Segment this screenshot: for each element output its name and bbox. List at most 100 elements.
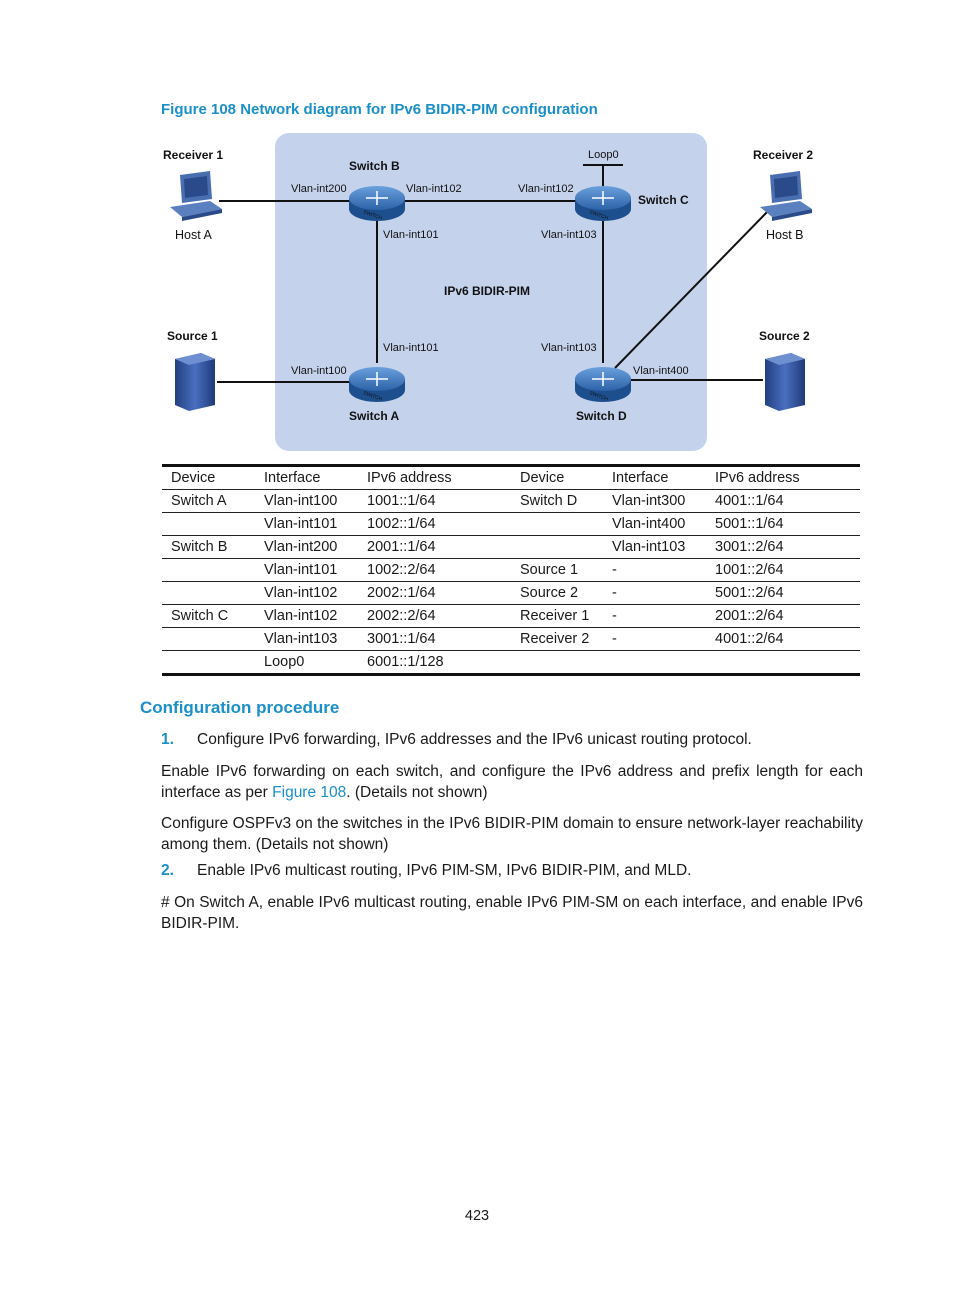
table-cell: 1001::1/64 <box>367 493 436 509</box>
figure-108-link[interactable]: Figure 108 <box>272 784 347 801</box>
table-cell: Switch B <box>162 535 255 559</box>
step-2-number: 2. <box>161 862 174 879</box>
table-cell <box>706 651 860 675</box>
table-cell: - <box>603 604 706 628</box>
table-cell: 2001::2/64 <box>706 604 860 628</box>
if-a-101: Vlan-int101 <box>383 342 439 354</box>
switch-c-label: Switch C <box>638 193 689 207</box>
table-cell <box>511 651 603 675</box>
switch-d-icon: SWITCH <box>575 367 631 403</box>
table-cell: Vlan-int102 <box>255 581 358 605</box>
paragraph-1-text: Enable IPv6 forwarding on each switch, a… <box>161 763 863 801</box>
if-b-101: Vlan-int101 <box>383 229 439 241</box>
table-row: Switch A Vlan-int100 1001::1/64 Switch D… <box>162 490 860 513</box>
table-cell: Source 1 <box>511 558 603 582</box>
table-cell <box>603 651 706 675</box>
header-cell: Device <box>511 465 603 490</box>
table-cell: Source 2 <box>511 581 603 605</box>
step-2-text: Enable IPv6 multicast routing, IPv6 PIM-… <box>197 862 692 879</box>
switch-b-icon: SWITCH <box>349 186 405 222</box>
table-cell: - <box>603 627 706 651</box>
table-cell: Switch D <box>520 493 578 509</box>
figure-title: Figure 108 Network diagram for IPv6 BIDI… <box>161 101 598 118</box>
table-cell: 1002::2/64 <box>358 558 511 582</box>
page-number: 423 <box>464 1208 490 1224</box>
table-cell: 3001::1/64 <box>358 627 511 651</box>
source-1-label: Source 1 <box>167 329 218 343</box>
table-cell <box>162 651 255 675</box>
table-header-row: Device Interface IPv6 address Device Int… <box>162 465 860 490</box>
table-cell: 1002::1/64 <box>358 512 511 536</box>
if-d-400: Vlan-int400 <box>633 365 689 377</box>
table-cell: Vlan-int400 <box>603 512 706 536</box>
table-cell: Vlan-int101 <box>255 512 358 536</box>
table-row: Vlan-int102 2002::1/64 Source 2 - 5001::… <box>162 581 860 605</box>
host-a-label: Host A <box>175 228 212 242</box>
step-1-text: Configure IPv6 forwarding, IPv6 addresse… <box>197 731 752 748</box>
step-1: 1. Configure IPv6 forwarding, IPv6 addres… <box>161 731 752 749</box>
table-cell: Receiver 2 <box>511 627 603 651</box>
header-cell: IPv6 address <box>706 465 860 490</box>
table-row: Vlan-int101 1002::2/64 Source 1 - 1001::… <box>162 558 860 582</box>
table-cell: 5001::2/64 <box>706 581 860 605</box>
table-cell: 2002::2/64 <box>358 604 511 628</box>
if-d-103: Vlan-int103 <box>541 342 597 354</box>
table-cell: Vlan-int102 <box>255 604 358 628</box>
table-cell <box>162 558 255 582</box>
if-b-102: Vlan-int102 <box>406 183 462 195</box>
table-cell: Switch A <box>171 493 227 509</box>
table-cell <box>511 512 603 536</box>
host-b-pc-icon <box>760 171 812 221</box>
switch-a-icon: SWITCH <box>349 367 405 403</box>
header-cell: Interface <box>255 465 358 490</box>
host-b-label: Host B <box>766 228 804 242</box>
step-2: 2. Enable IPv6 multicast routing, IPv6 PI… <box>161 862 691 880</box>
table-cell: 1001::2/64 <box>706 558 860 582</box>
table-cell <box>511 535 603 559</box>
if-a-100: Vlan-int100 <box>291 365 347 377</box>
table-cell: 6001::1/128 <box>367 654 444 670</box>
step-1-number: 1. <box>161 731 174 748</box>
host-a-pc-icon <box>170 171 222 221</box>
table-cell: Receiver 1 <box>511 604 603 628</box>
table-cell: Loop0 <box>264 654 305 670</box>
links <box>217 164 770 383</box>
table-cell: 5001::1/64 <box>706 512 860 536</box>
address-table: Device Interface IPv6 address Device Int… <box>162 464 860 676</box>
receiver-1-label: Receiver 1 <box>163 148 223 162</box>
table-row: Vlan-int103 3001::1/64 Receiver 2 - 4001… <box>162 627 860 651</box>
switch-c-icon: SWITCH <box>575 186 631 222</box>
if-c-102: Vlan-int102 <box>518 183 574 195</box>
table-row: Loop0 6001::1/128 <box>162 651 860 675</box>
table-cell: 2002::1/64 <box>358 581 511 605</box>
network-diagram: SWITCH SWITCH SWITCH SWITCH <box>163 133 813 451</box>
domain-label: IPv6 BIDIR-PIM <box>444 284 530 298</box>
table-row: Switch C Vlan-int102 2002::2/64 Receiver… <box>162 604 860 628</box>
table-cell: - <box>603 581 706 605</box>
table-cell: Vlan-int101 <box>255 558 358 582</box>
table-cell: - <box>603 558 706 582</box>
source-2-label: Source 2 <box>759 329 810 343</box>
paragraph-3: # On Switch A, enable IPv6 multicast rou… <box>161 894 863 932</box>
table-cell: Vlan-int200 <box>255 535 358 559</box>
table-cell: Vlan-int103 <box>255 627 358 651</box>
table-cell: 4001::1/64 <box>715 493 784 509</box>
if-c-103: Vlan-int103 <box>541 229 597 241</box>
section-title: Configuration procedure <box>140 698 340 717</box>
switch-a-label: Switch A <box>349 409 400 423</box>
header-cell: IPv6 address <box>358 465 511 490</box>
table-cell <box>162 627 255 651</box>
switch-d-label: Switch D <box>576 409 627 423</box>
paragraph-2: Configure OSPFv3 on the switches in the … <box>161 815 863 853</box>
table-cell: 4001::2/64 <box>706 627 860 651</box>
if-b-200: Vlan-int200 <box>291 183 347 195</box>
table-cell: Vlan-int103 <box>603 535 706 559</box>
paragraph-1-tail: . (Details not shown) <box>346 784 488 801</box>
table-cell: 3001::2/64 <box>706 535 860 559</box>
source-1-server-icon <box>175 353 215 411</box>
header-cell: Interface <box>603 465 706 490</box>
table-row: Switch B Vlan-int200 2001::1/64 Vlan-int… <box>162 535 860 559</box>
switch-b-label: Switch B <box>349 159 400 173</box>
table-cell: 2001::1/64 <box>358 535 511 559</box>
table-cell <box>162 512 255 536</box>
